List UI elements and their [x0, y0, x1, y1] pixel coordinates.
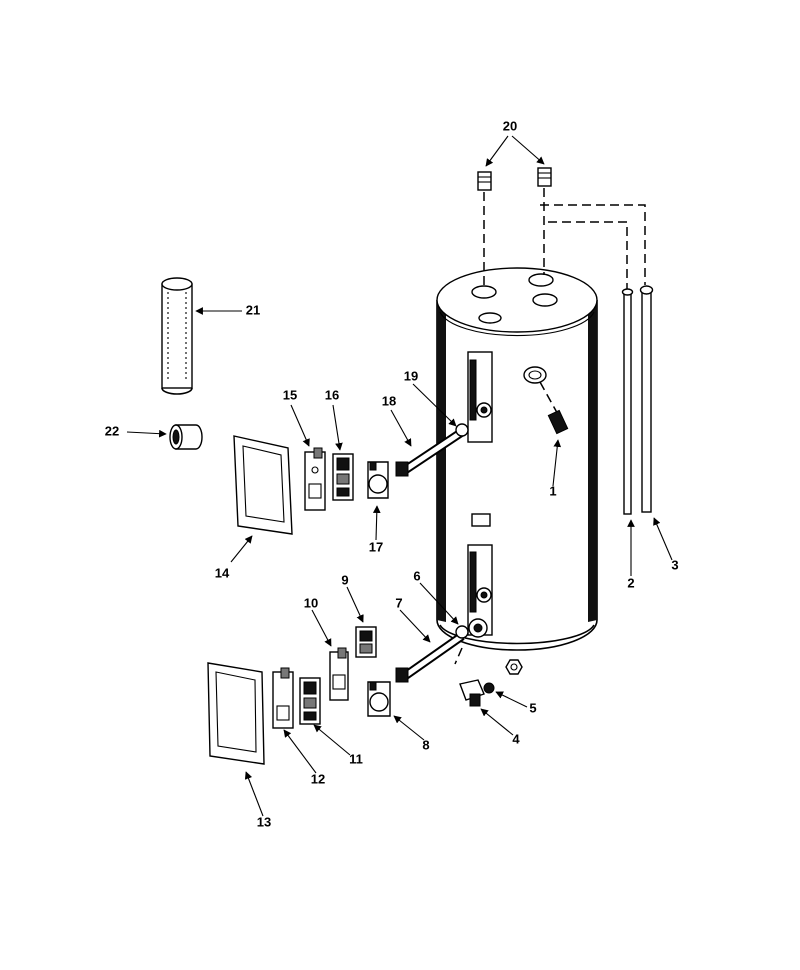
callout-17: 17 — [369, 539, 383, 554]
callout-14: 14 — [215, 565, 230, 580]
lower-access-cover — [207, 662, 265, 765]
leader-lines — [126, 135, 673, 817]
upper-thermostat-group — [304, 447, 389, 511]
callout-8: 8 — [422, 737, 429, 752]
callout-5: 5 — [529, 700, 536, 715]
relief-valve — [539, 381, 569, 435]
callout-10: 10 — [304, 595, 318, 610]
callout-13: 13 — [257, 814, 271, 829]
callout-20: 20 — [503, 118, 517, 133]
nipple-parts — [477, 167, 552, 285]
callout-9: 9 — [341, 572, 348, 587]
callout-labels: 20 21 22 14 15 16 17 18 19 1 2 3 6 7 9 1… — [105, 118, 679, 829]
bushing — [169, 424, 203, 450]
callout-11: 11 — [349, 751, 363, 766]
callout-7: 7 — [395, 595, 402, 610]
callout-19: 19 — [404, 368, 418, 383]
callout-15: 15 — [283, 387, 297, 402]
drain-valve — [454, 647, 523, 707]
callout-18: 18 — [382, 393, 396, 408]
callout-2: 2 — [627, 575, 634, 590]
callout-6: 6 — [413, 568, 420, 583]
callout-22: 22 — [105, 423, 119, 438]
callout-3: 3 — [671, 557, 678, 572]
upper-access-cover — [233, 435, 293, 535]
callout-12: 12 — [311, 771, 325, 786]
callout-16: 16 — [325, 387, 339, 402]
water-heater-tank — [436, 267, 598, 651]
callout-1: 1 — [549, 483, 556, 498]
callout-21: 21 — [246, 302, 260, 317]
heating-elements — [395, 423, 469, 683]
lower-thermostat-group — [272, 626, 391, 729]
callout-4: 4 — [512, 731, 520, 746]
insulation-tube — [161, 277, 193, 395]
dip-tubes — [540, 204, 654, 515]
